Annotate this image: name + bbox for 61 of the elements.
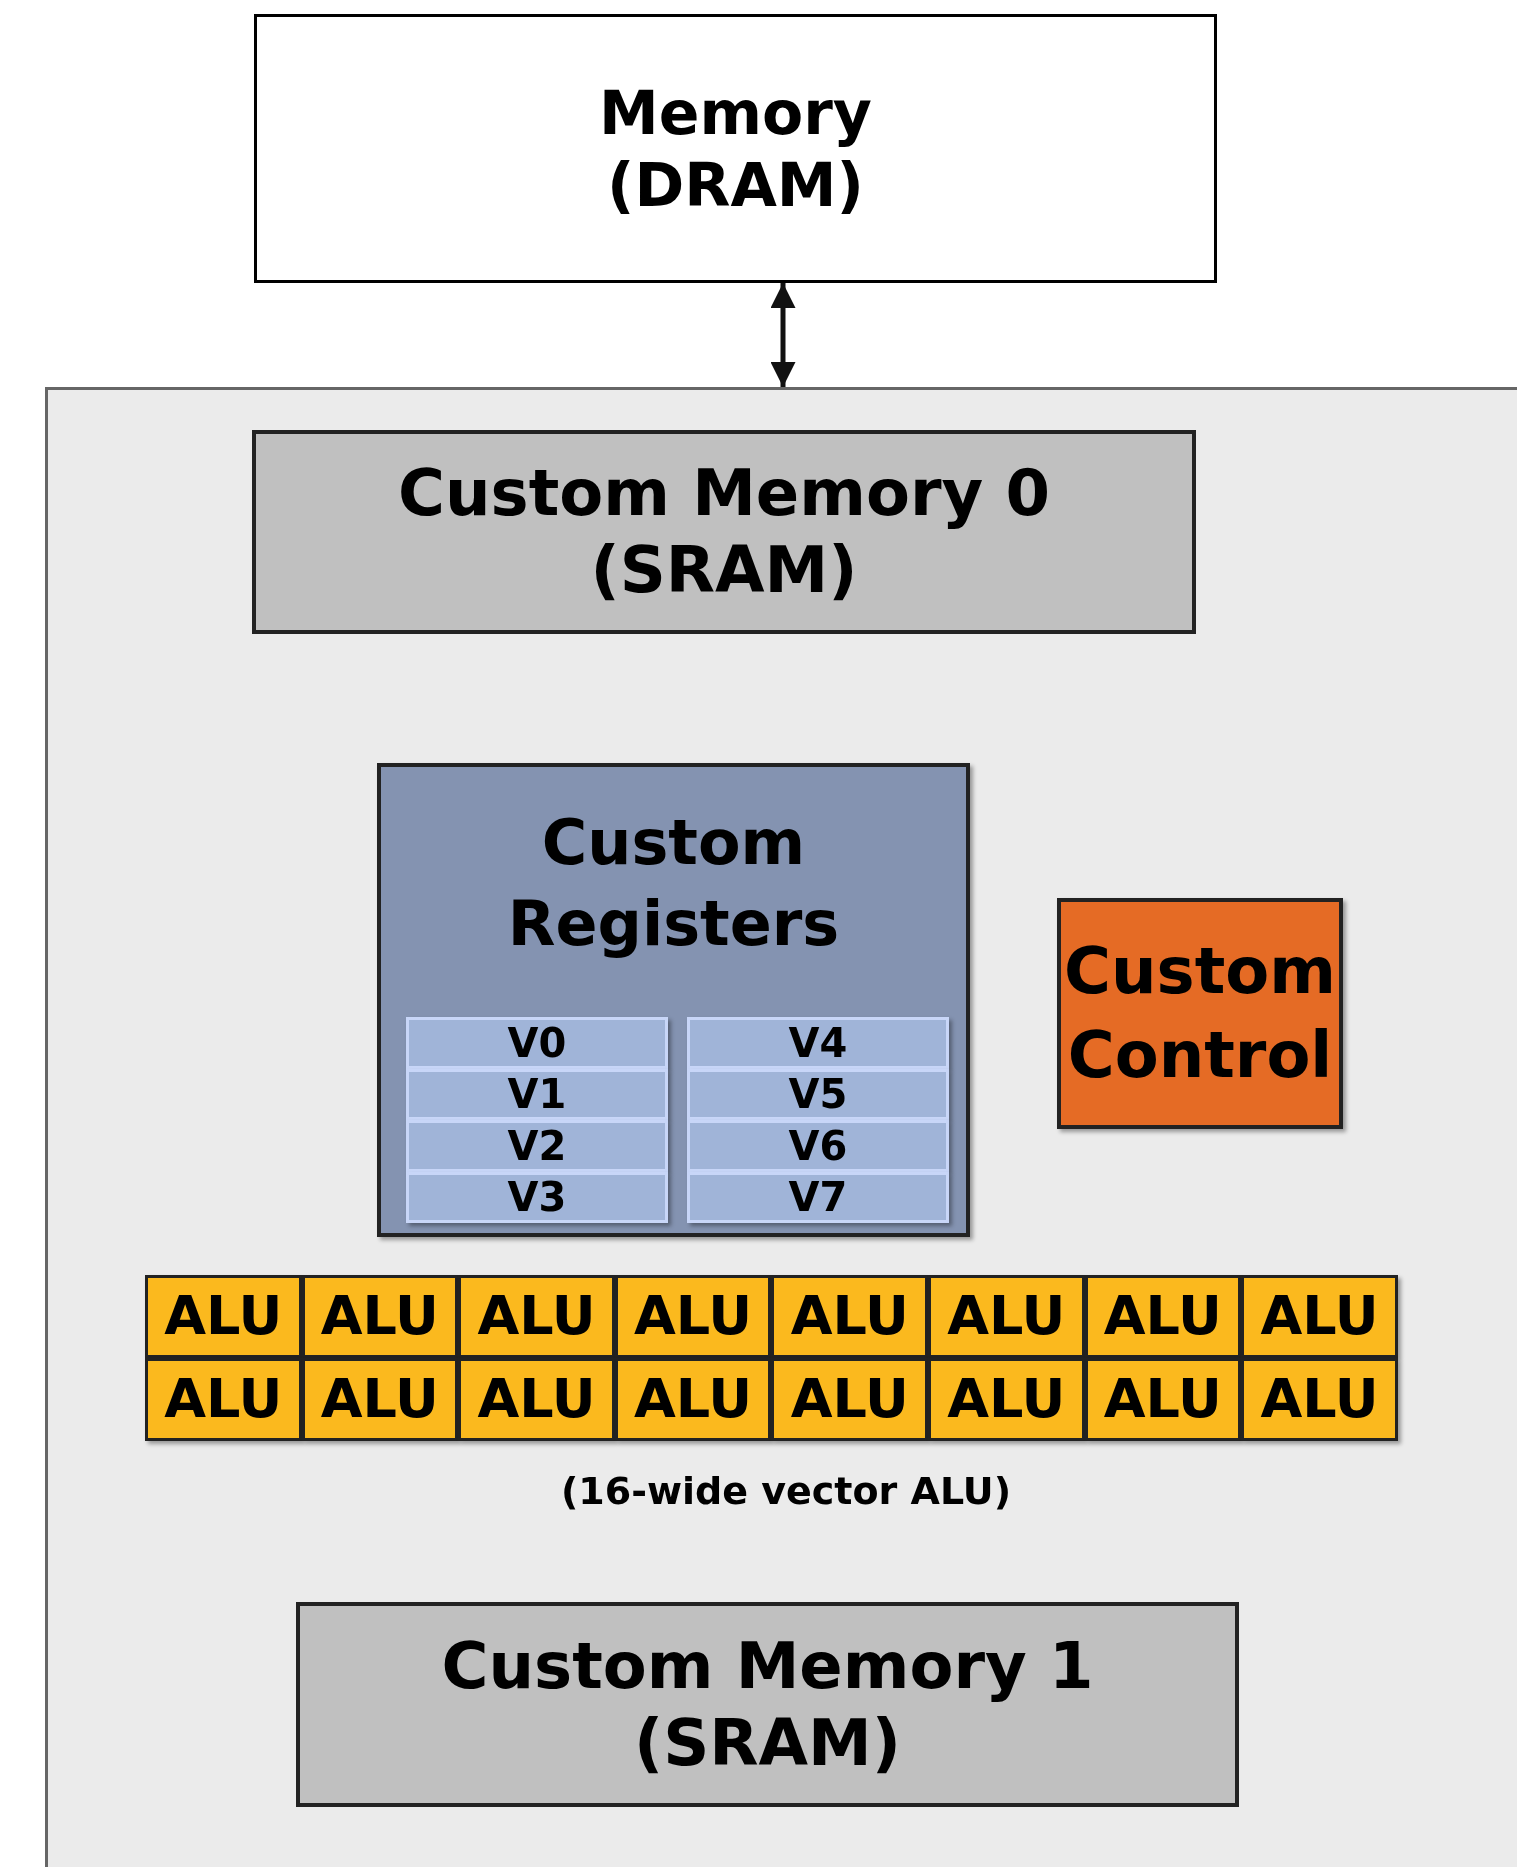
node-label: V0 [507, 1018, 567, 1067]
node-label: V5 [788, 1070, 848, 1119]
register-file-box [377, 763, 970, 1237]
node-label: ALU [1103, 1284, 1222, 1349]
alu-cell [1084, 1358, 1242, 1441]
node-label: ALU [634, 1284, 753, 1349]
chip-background [45, 387, 1517, 1867]
control-box [1057, 898, 1343, 1129]
alu-cell [614, 1358, 772, 1441]
alu-cell [458, 1275, 615, 1358]
alu-cell [1241, 1275, 1398, 1358]
node-label: V1 [507, 1070, 567, 1119]
node-label: ALU [164, 1284, 283, 1349]
node-label: Custom Control [1063, 933, 1337, 1094]
register-cell [687, 1120, 949, 1172]
memory-box [296, 1602, 1239, 1807]
memory-box [252, 430, 1196, 634]
node-label: ALU [1260, 1284, 1379, 1349]
register-cell [406, 1068, 668, 1120]
register-cell [687, 1068, 949, 1120]
node-label: V7 [788, 1173, 848, 1222]
register-cell [687, 1171, 949, 1223]
alu-cell [771, 1358, 928, 1441]
node-label: Memory (DRAM) [598, 76, 873, 221]
alu-cell [145, 1275, 302, 1358]
node-label: ALU [164, 1367, 283, 1432]
node-label: Custom Registers [506, 805, 841, 962]
node-label: ALU [320, 1284, 439, 1349]
alu-cell [301, 1358, 459, 1441]
alu-cell [928, 1275, 1085, 1358]
node-label: Custom Memory 1 (SRAM) [440, 1627, 1095, 1782]
node-label: Custom Memory 0 (SRAM) [397, 455, 1051, 609]
node-label: ALU [947, 1367, 1066, 1432]
alu-cell [458, 1358, 615, 1441]
node-label: ALU [477, 1367, 596, 1432]
node-label: ALU [320, 1367, 439, 1432]
node-label: V6 [788, 1121, 848, 1170]
memory-box [254, 14, 1217, 283]
node-label: ALU [790, 1284, 909, 1349]
alu-cell [614, 1275, 772, 1358]
node-label: ALU [1103, 1367, 1222, 1432]
caption-text: (16-wide vector ALU) [560, 1469, 1012, 1513]
alu-cell [771, 1275, 928, 1358]
register-cell [406, 1017, 668, 1069]
node-label: V3 [507, 1173, 567, 1222]
node-label: V2 [507, 1121, 567, 1170]
alu-cell [1084, 1275, 1242, 1358]
node-label: V4 [788, 1018, 848, 1067]
register-cell [687, 1017, 949, 1069]
double-arrow [770, 283, 796, 387]
node-label: ALU [1260, 1367, 1379, 1432]
alu-cell [1241, 1358, 1398, 1441]
register-cell [406, 1171, 668, 1223]
alu-cell [928, 1358, 1085, 1441]
node-label: ALU [634, 1367, 753, 1432]
alu-cell [145, 1358, 302, 1441]
node-label: ALU [947, 1284, 1066, 1349]
alu-cell [301, 1275, 459, 1358]
node-label: ALU [477, 1284, 596, 1349]
node-label: ALU [790, 1367, 909, 1432]
register-cell [406, 1120, 668, 1172]
